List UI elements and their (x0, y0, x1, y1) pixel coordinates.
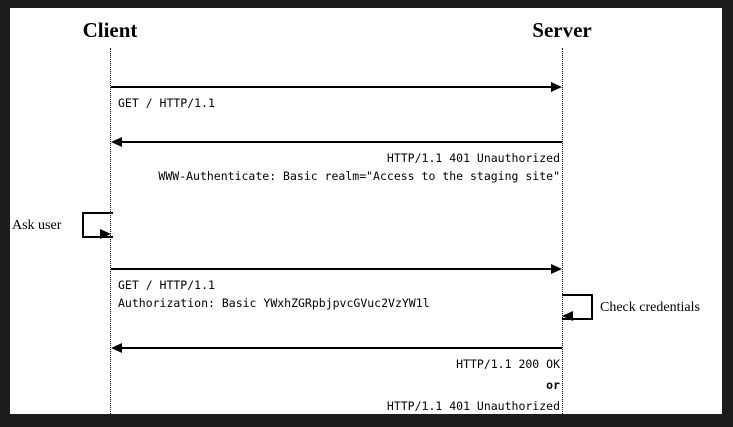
message-label-401-status: HTTP/1.1 401 Unauthorized (386, 151, 560, 165)
message-arrow-get-request (111, 86, 551, 88)
arrowhead-right-icon (551, 264, 562, 274)
actor-header-server: Server (532, 18, 592, 42)
self-message-label-ask-user: Ask user (12, 218, 62, 233)
message-label-get-request: GET / HTTP/1.1 (118, 96, 215, 110)
arrowhead-right-icon (100, 229, 111, 239)
message-arrow-401-challenge (122, 141, 562, 143)
self-message-box-ask-user (82, 212, 113, 238)
lifeline-server (562, 48, 563, 414)
message-label-authorization-header: Authorization: Basic YWxhZGRpbjpvcGVuc2V… (118, 296, 430, 310)
message-label-or: or (546, 378, 560, 392)
arrowhead-left-icon (562, 311, 573, 321)
arrowhead-left-icon (111, 343, 122, 353)
message-label-get-request-2: GET / HTTP/1.1 (118, 278, 215, 292)
self-message-box-check-credentials (562, 294, 593, 320)
message-arrow-authorized-request (111, 268, 551, 270)
message-label-200-ok: HTTP/1.1 200 OK (456, 357, 560, 371)
message-label-401-final: HTTP/1.1 401 Unauthorized (386, 399, 560, 413)
actor-header-client: Client (82, 18, 138, 42)
arrowhead-right-icon (551, 82, 562, 92)
diagram-canvas: Client Server GET / HTTP/1.1 HTTP/1.1 40… (10, 8, 722, 414)
arrowhead-left-icon (111, 137, 122, 147)
self-message-label-check-credentials: Check credentials (600, 300, 700, 315)
message-arrow-final-response (122, 347, 562, 349)
message-label-www-authenticate: WWW-Authenticate: Basic realm="Access to… (158, 169, 560, 183)
